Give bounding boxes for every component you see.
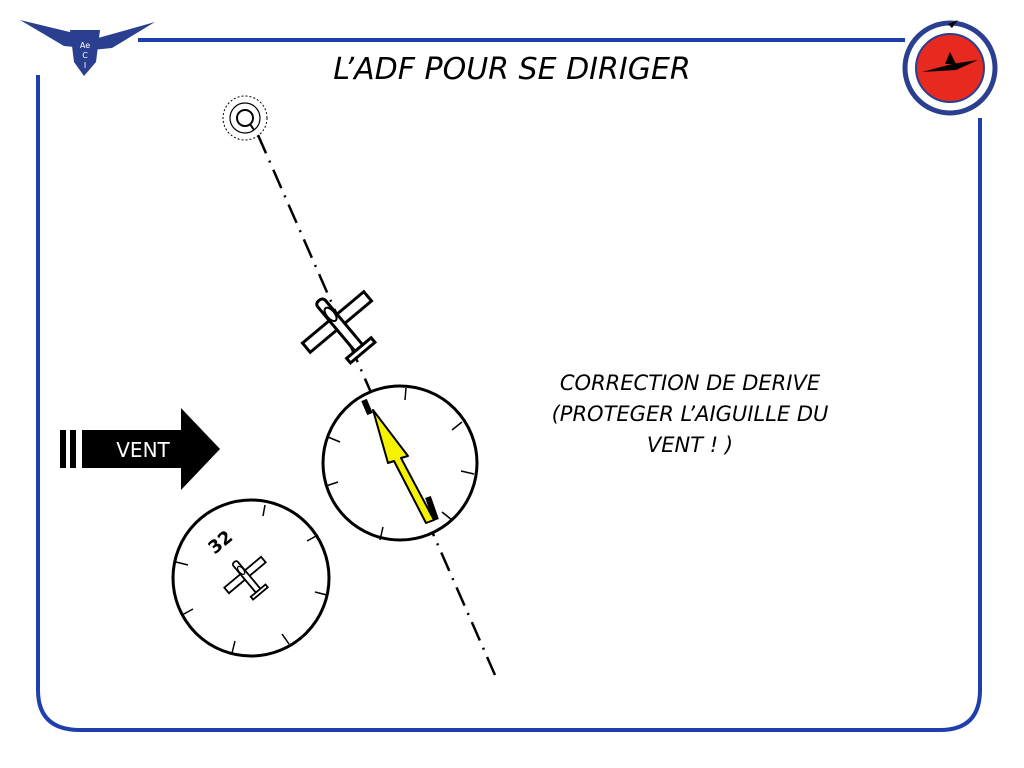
logo-text-c: C bbox=[82, 51, 88, 60]
heading-indicator: 32 bbox=[171, 498, 331, 658]
caption-line-1: CORRECTION DE DERIVE bbox=[559, 371, 821, 395]
page-frame bbox=[36, 38, 982, 732]
caption-line-2: (PROTEGER L’AIGUILLE DU bbox=[551, 402, 829, 426]
logo-text-ae: Ae bbox=[80, 41, 90, 50]
caption-block: CORRECTION DE DERIVE (PROTEGER L’AIGUILL… bbox=[500, 368, 880, 461]
aero-club-cagliari-logo bbox=[902, 20, 998, 116]
aeroclub-wings-logo: Ae C I bbox=[20, 20, 155, 76]
wind-arrow: VENT bbox=[60, 408, 220, 490]
adf-indicator bbox=[321, 384, 479, 542]
ndb-beacon bbox=[222, 95, 268, 141]
wind-label: VENT bbox=[116, 438, 170, 462]
aircraft-on-track bbox=[286, 273, 395, 380]
logo-text-i: I bbox=[84, 61, 86, 70]
slide-title: L’ADF POUR SE DIRIGER bbox=[333, 52, 691, 87]
caption-line-3: VENT ! ) bbox=[646, 433, 734, 457]
adf-needle bbox=[372, 409, 435, 524]
